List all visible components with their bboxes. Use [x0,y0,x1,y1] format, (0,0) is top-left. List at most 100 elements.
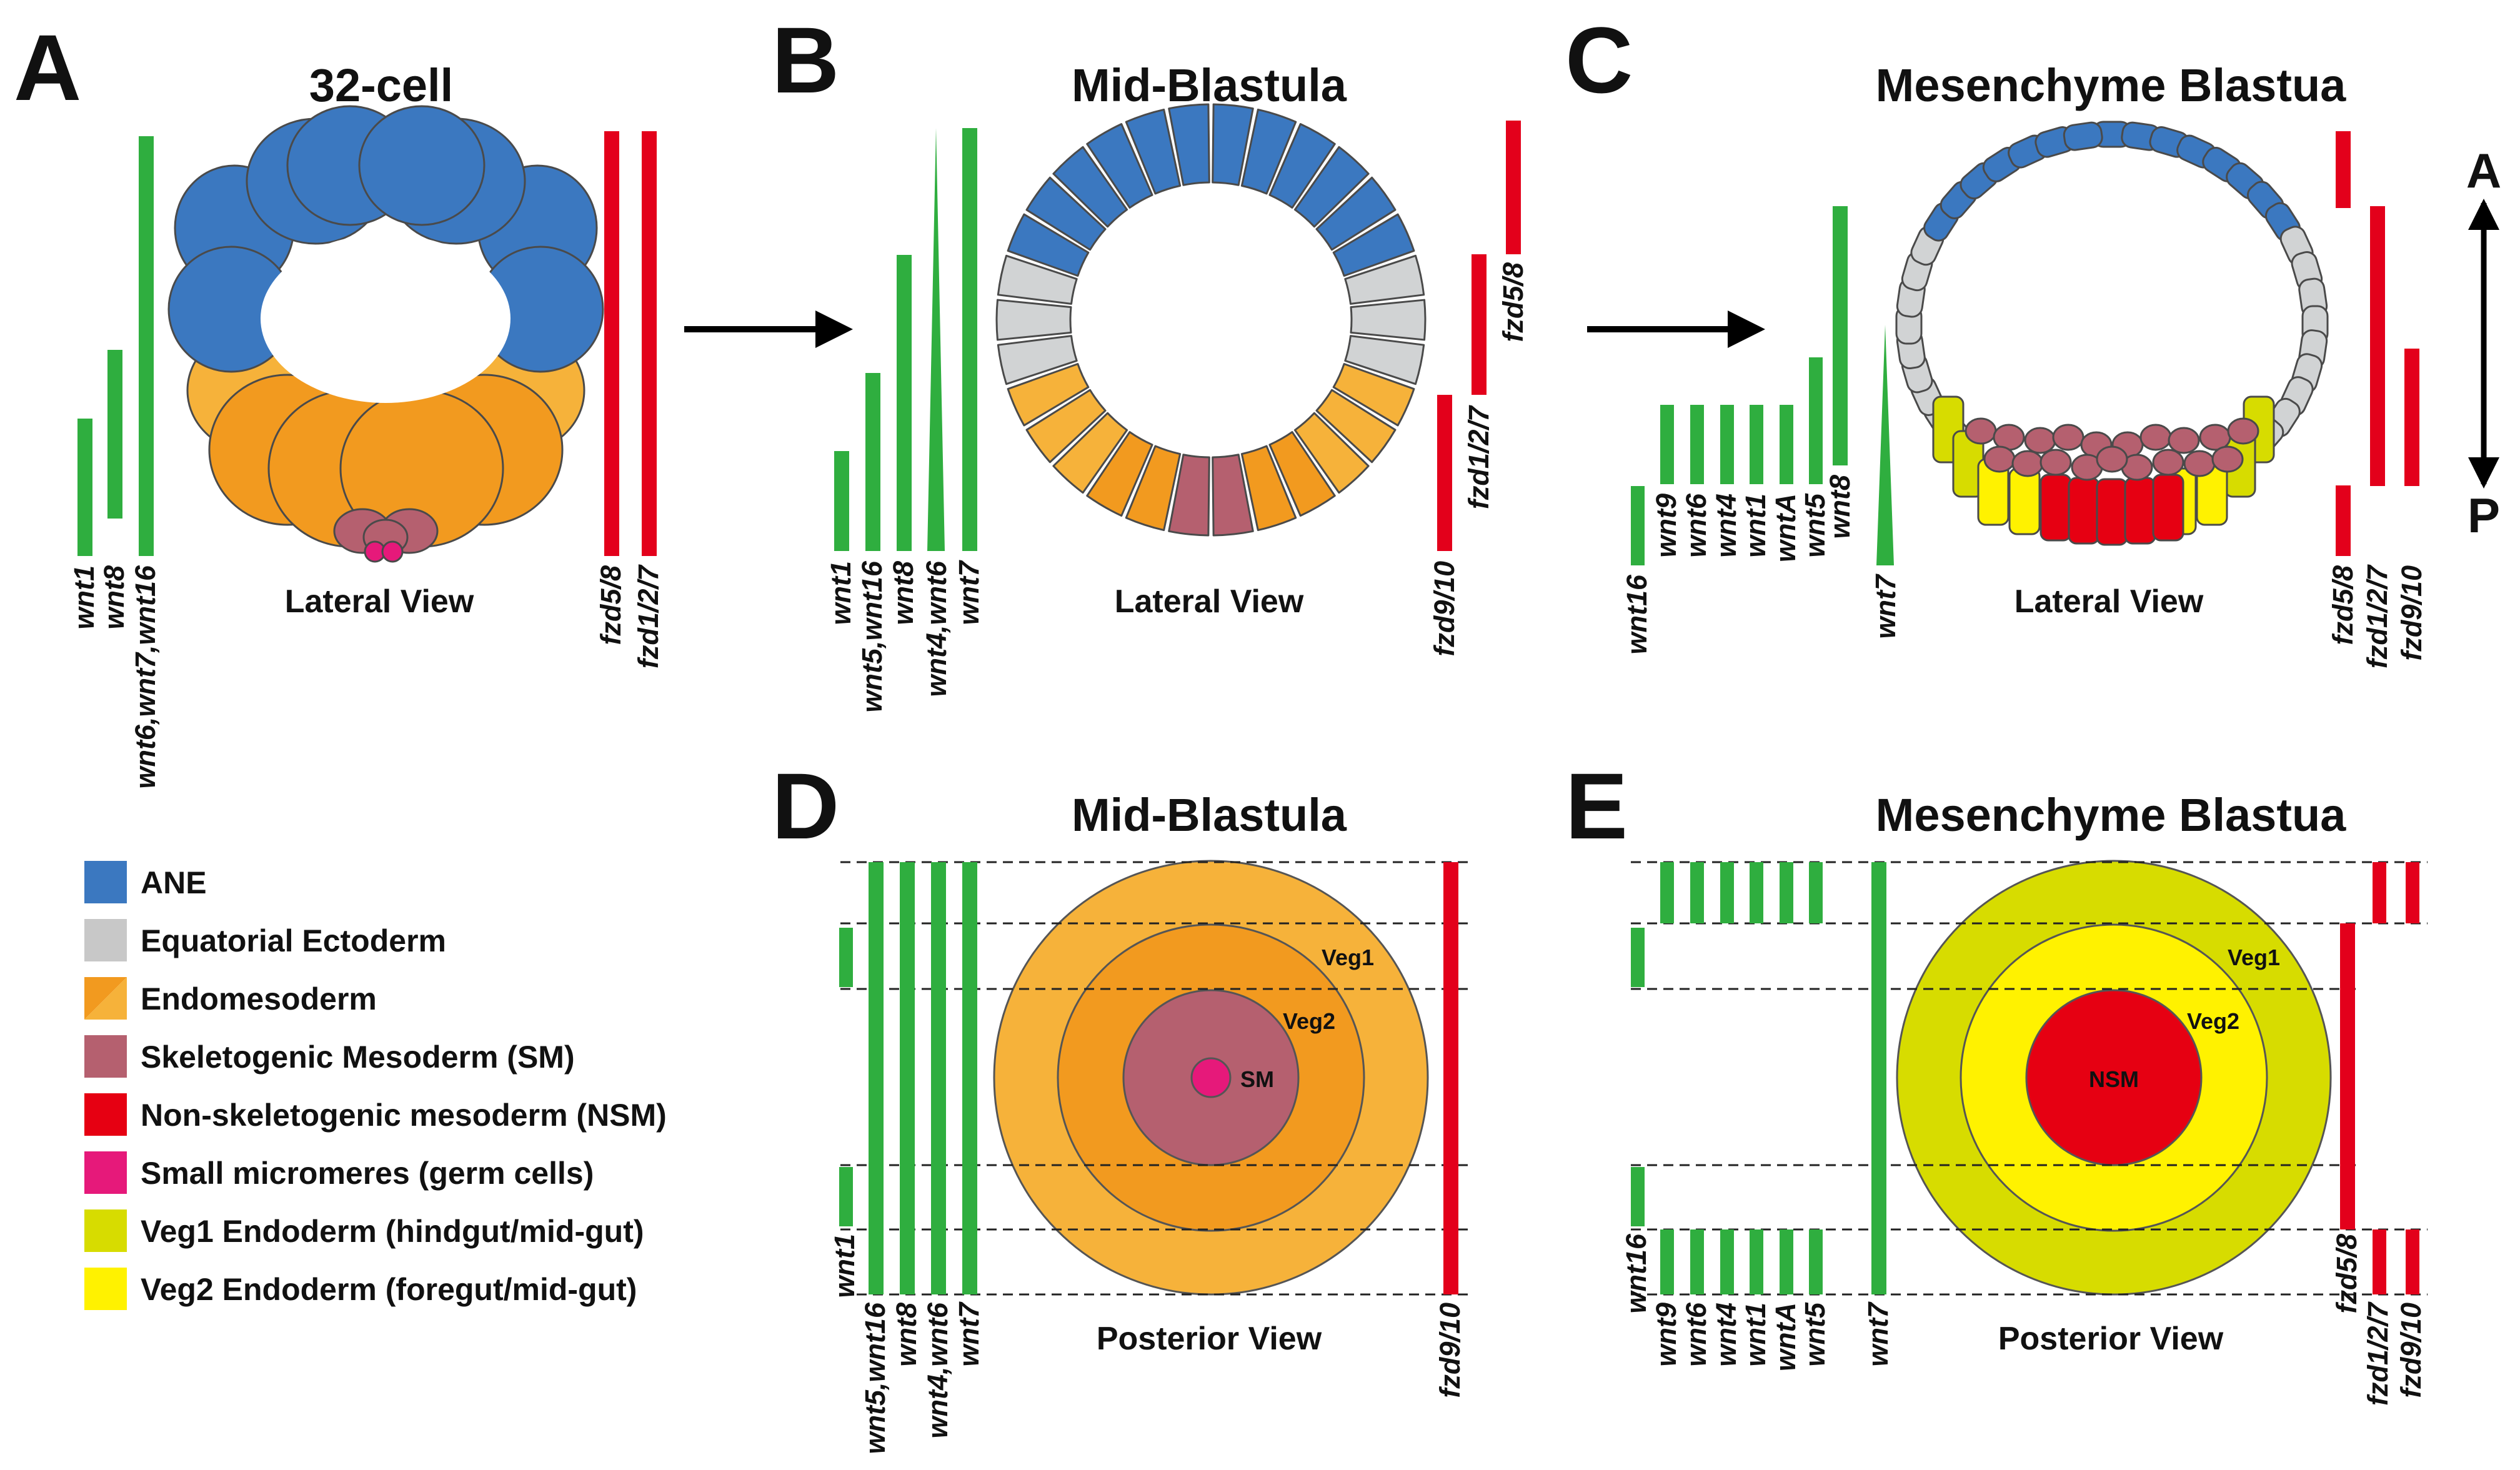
e-label-wnt9: wnt9 [1650,1303,1682,1367]
b-cell [997,335,1078,385]
b-bar-wnt4-wnt6 [927,128,945,551]
c-cell-sm [2011,450,2044,477]
b-cell [1007,362,1090,427]
panel-d-embryo [993,860,1429,1296]
panel-b-fzd-bars [1437,121,1521,551]
panel-e-wnt-bars [1631,862,1886,1294]
b-label-wnt8: wnt8 [887,561,919,625]
legend-label: Non-skeletogenic mesoderm (NSM) [141,1098,667,1133]
b-cell [1332,213,1415,277]
d-zone-small-micromeres [1190,1057,1232,1098]
axis-posterior-label: P [2468,488,2500,543]
c-label-wnt9: wnt9 [1650,494,1682,558]
d-bar-wnt8 [900,862,915,1294]
b-bar-fzd9-10 [1437,395,1452,551]
a-label-fzd5-8: fzd5/8 [595,565,627,645]
e-bar-wnt6-bottom [1690,1229,1704,1294]
e-label-fzd9-10: fzd9/10 [2395,1303,2427,1398]
a-cell-ane [358,105,486,226]
c-bar-wnt1 [1750,405,1763,484]
c-cell-sm [2052,424,2084,451]
e-bar-wntA-top [1780,862,1793,923]
c-bar-wnt5 [1809,357,1823,484]
a-bar-fzd1-2-7 [642,131,657,556]
c-cell-sm [2039,449,2072,476]
b-cell [1240,445,1297,532]
panel-e-dashed-lines [1631,861,2428,1296]
axis-arrow-down-icon [2468,457,2499,489]
d-label-wnt1: wnt1 [829,1234,860,1298]
legend-label: Small micromeres (germ cells) [141,1156,594,1191]
e-bar-wnt1-top [1750,862,1763,923]
panel-b-title: Mid-Blastula [1072,59,1347,111]
b-cell [1212,454,1254,537]
b-cell [1125,108,1182,195]
panel-b: B Mid-Blastula wnt1 wnt5,wnt16 wnt8 wnt4… [772,7,1529,713]
b-bar-wnt5-wnt16 [865,373,880,551]
c-cell-vegetal-plate [2039,474,2072,542]
c-bar-wnt8 [1833,206,1848,465]
ap-axis: A P [2466,143,2501,543]
d-label-veg2: Veg2 [1283,1008,1335,1034]
e-label-nsm: NSM [2089,1066,2139,1092]
panel-d: D Mid-Blastula Veg1 Veg2 SM [772,753,1468,1454]
b-cell [1268,431,1336,517]
d-bar-fzd9-10 [1443,862,1458,1294]
c-cell-sm [2211,445,2244,473]
a-bar-wnt8 [107,350,122,519]
b-bar-wnt1 [834,451,849,551]
e-label-wnt4: wnt4 [1710,1303,1742,1367]
e-bar-wnt1-bottom [1750,1229,1763,1294]
e-bar-fzd1-2-7-top [2373,862,2386,923]
panel-e-view: Posterior View [1998,1321,2224,1357]
e-bar-wnt6-top [1690,862,1704,923]
a-blastocoel [261,234,510,403]
c-label-wnt5: wnt5 [1799,493,1831,557]
d-bar-wnt1-bottom [839,1167,853,1226]
legend-label: Veg1 Endoderm (hindgut/mid-gut) [141,1214,644,1249]
e-bar-fzd9-10-top [2406,862,2419,923]
panel-a-embryo [167,105,604,563]
c-cell-sm [2152,449,2184,476]
panel-a-title: 32-cell [309,59,453,111]
c-label-wnt1: wnt1 [1740,494,1771,558]
b-cell [1086,431,1153,517]
d-label-wnt8: wnt8 [890,1303,922,1367]
c-bar-fzd9-10 [2404,349,2419,486]
e-label-wnt16: wnt16 [1620,1233,1652,1314]
d-label-fzd9-10: fzd9/10 [1434,1303,1466,1398]
axis-arrow-up-icon [2468,199,2499,230]
panel-c-fzd-bars [2336,131,2419,556]
c-label-wntA: wntA [1770,494,1801,562]
legend-swatch [84,1035,127,1078]
panel-c-title: Mesenchyme Blastua [1876,59,2346,111]
a-label-wnt8: wnt8 [98,565,130,630]
c-cell-sm [2183,450,2216,477]
d-bar-wnt5-wnt16 [869,862,884,1294]
e-bar-wnt5-top [1809,862,1823,923]
c-cell-ectoderm [2063,121,2103,151]
e-label-wntA: wntA [1770,1303,1801,1371]
panel-d-letter: D [772,753,839,858]
c-label-fzd5-8: fzd5/8 [2327,565,2359,645]
c-cell-vegetal-plate [2068,477,2100,545]
d-bar-wnt4-wnt6 [931,862,946,1294]
b-cell [997,254,1078,305]
a-label-wnt1: wnt1 [68,565,100,630]
panel-a: A 32-cell [14,15,664,789]
b-cell [1350,299,1427,341]
e-bar-fzd5-8 [2340,923,2355,1229]
e-bar-wnt16-bottom [1631,1167,1645,1226]
b-cell [1025,176,1107,251]
c-cell-vegetal-plate [2152,474,2184,542]
b-cell [1293,412,1370,494]
c-label-wnt6: wnt6 [1680,493,1712,557]
b-cell [1007,213,1090,277]
panel-c-wnt-bars [1631,206,1894,565]
c-bar-wnt16 [1631,486,1645,565]
panel-d-view: Posterior View [1097,1321,1322,1357]
panel-b-embryo [995,103,1427,537]
a-label-wnt6-wnt7-wnt16: wnt6,wnt7,wnt16 [129,565,161,789]
e-label-wnt1: wnt1 [1740,1303,1771,1367]
